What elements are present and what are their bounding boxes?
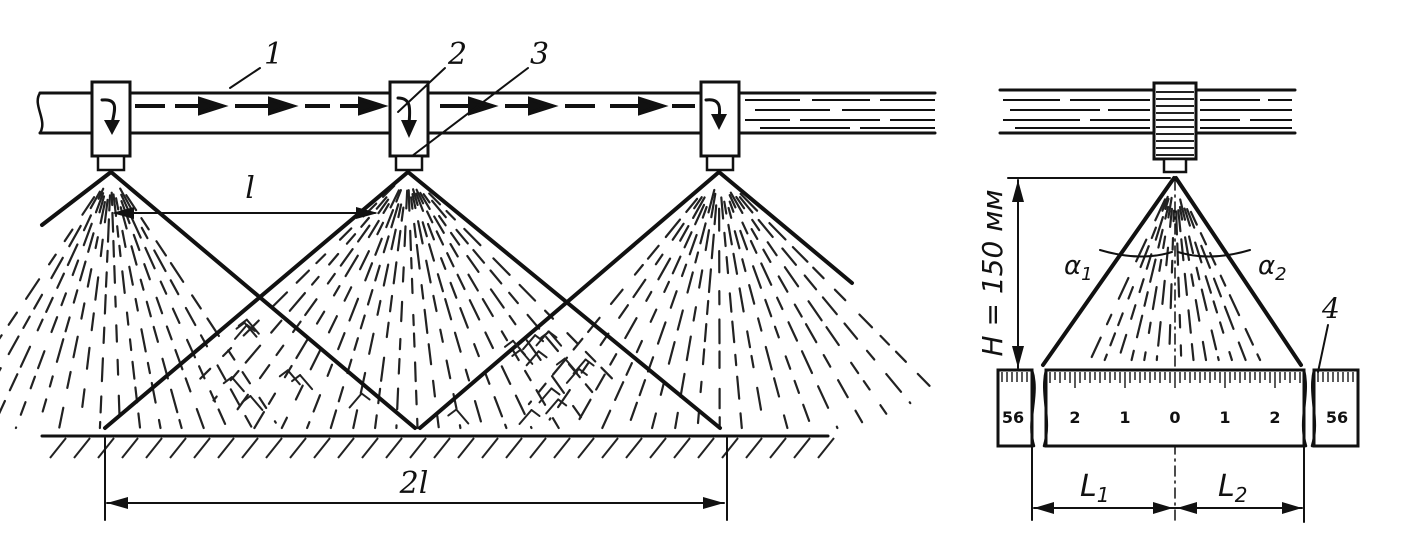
ruler-end-right: 56	[1326, 408, 1348, 427]
nozzle-1	[90, 80, 132, 172]
overlap-zones	[222, 318, 595, 425]
test-spray	[1090, 195, 1262, 362]
dimension-height: H = 150 мм	[976, 177, 1171, 369]
ruler: 56 56 2 1 0 1 2 4	[996, 292, 1360, 448]
nozzle-2	[388, 80, 430, 172]
label-double-spacing: 2l	[399, 466, 429, 501]
label-width-right: L2	[1218, 469, 1247, 507]
ruler-end-left: 56	[1002, 408, 1024, 427]
label-angle-right: α2	[1258, 251, 1287, 285]
dimension-widths: L1 L2	[1031, 445, 1305, 523]
label-width-left: L1	[1080, 469, 1109, 507]
dimension-2l: 2l	[104, 437, 728, 521]
angle-arcs: α1 α2	[1064, 249, 1287, 285]
label-angle-left: α1	[1064, 251, 1093, 285]
left-figure: l 2l 1 2 3	[0, 37, 937, 521]
label-ruler: 4	[1321, 292, 1340, 325]
ruler-tick-label: 2	[1069, 408, 1080, 427]
pipe	[36, 91, 937, 135]
ruler-tick-label: 1	[1119, 408, 1130, 427]
ruler-tick-label: 1	[1219, 408, 1230, 427]
label-pipe: 1	[264, 37, 283, 72]
test-cone-boundaries	[1041, 176, 1303, 367]
dimension-l: l	[112, 171, 378, 219]
label-height: H = 150 мм	[976, 190, 1009, 357]
label-nozzle: 2	[447, 37, 467, 72]
label-orifice: 3	[530, 37, 549, 72]
spray-cones	[0, 184, 931, 430]
cone-boundaries	[40, 170, 854, 430]
ruler-tick-label: 2	[1269, 408, 1280, 427]
part-labels: 1 2 3	[229, 37, 549, 157]
ground	[40, 434, 835, 459]
nozzle-3	[699, 80, 741, 172]
label-spacing: l	[245, 171, 255, 206]
test-pipe	[998, 88, 1297, 135]
test-nozzle	[1152, 81, 1198, 174]
right-figure: α1 α2 H = 150 мм 56 56 2 1 0 1	[976, 81, 1360, 523]
water-in-pipe-left	[745, 99, 935, 129]
ruler-tick-label: 0	[1169, 408, 1180, 427]
